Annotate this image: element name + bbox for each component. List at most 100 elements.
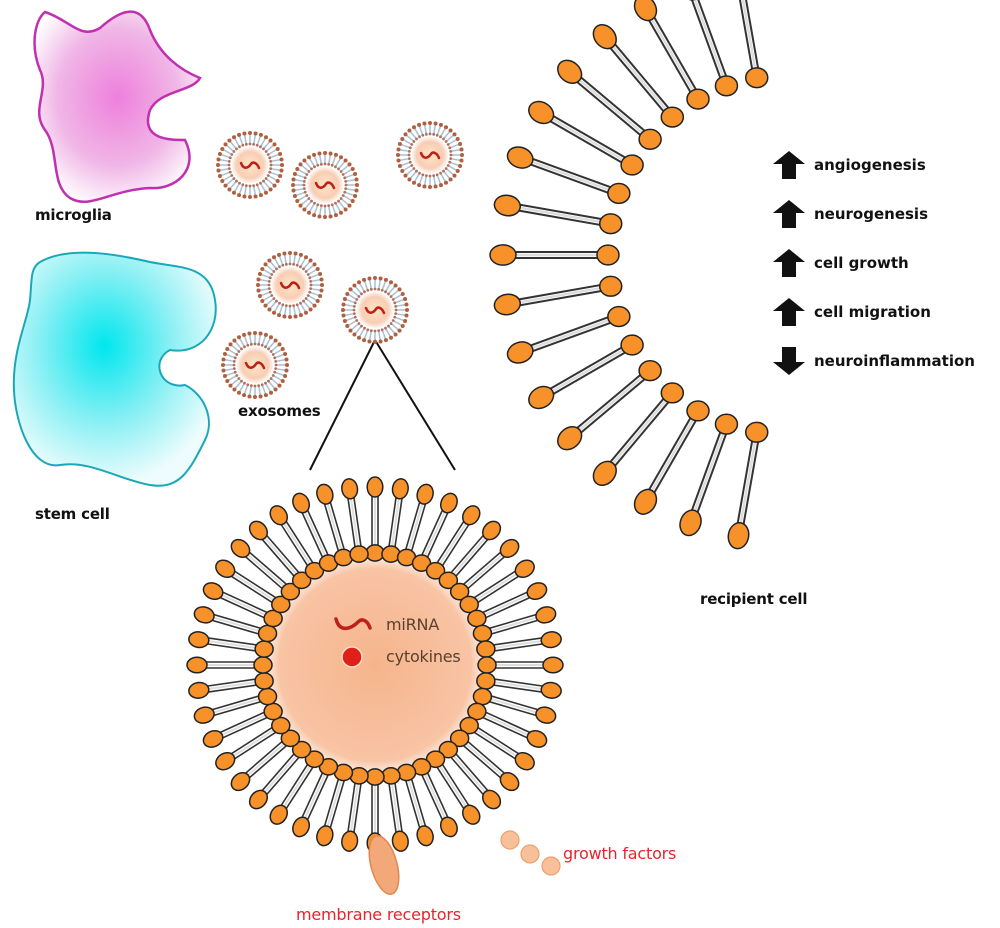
lipid-head-inner: [263, 609, 283, 628]
phospholipid: [292, 758, 339, 838]
lipid-head-outer: [482, 520, 502, 541]
lipid-head-inner: [477, 656, 497, 674]
small-exosome: [396, 121, 464, 189]
stem-cell: [12, 251, 217, 487]
lipid-head-inner: [744, 421, 769, 443]
effect-label: neurogenesis: [814, 204, 928, 223]
microglia-label: microglia: [35, 206, 112, 224]
mirna-icon: [364, 306, 386, 315]
lipid-head-inner: [271, 716, 291, 735]
lipid-head-inner: [660, 106, 685, 128]
arrow-up-icon: [773, 199, 805, 228]
lipid-head-outer: [193, 706, 215, 724]
phospholipid: [193, 687, 278, 724]
lipid-head-inner: [607, 182, 631, 205]
phospholipid: [411, 492, 458, 572]
effect-label: cell migration: [814, 302, 931, 321]
lipid-head-outer: [230, 772, 251, 792]
effects-list: angiogenesis neurogenesis cell growth ce…: [772, 140, 975, 385]
lipid-head-outer: [499, 772, 520, 792]
phospholipid: [506, 305, 631, 364]
lipid-head-outer: [493, 194, 522, 217]
lipid-head-inner: [472, 687, 493, 706]
lipid-head-outer: [341, 478, 359, 500]
lipid-head-inner: [459, 716, 479, 735]
phospholipid: [489, 244, 620, 266]
arrow-up-icon: [773, 297, 805, 326]
cytokines-label: cytokines: [386, 647, 461, 666]
arrow-up-icon: [773, 150, 805, 179]
phospholipid: [202, 582, 283, 628]
phospholipid: [411, 758, 458, 838]
phospholipid: [341, 478, 369, 563]
phospholipid: [188, 631, 274, 658]
effect-label: angiogenesis: [814, 155, 926, 174]
lipid-head-inner: [449, 582, 470, 601]
phospholipid: [248, 520, 312, 590]
growth-factors-icon: [500, 830, 561, 876]
lipid-head-outer: [557, 426, 583, 451]
lipid-head-outer: [633, 0, 658, 22]
effect-label: cell growth: [814, 253, 909, 272]
lipid-head-outer: [506, 146, 534, 169]
lipid-head-outer: [248, 520, 268, 541]
lipid-head-outer: [439, 492, 458, 514]
cytokine-icon: [341, 646, 363, 668]
lipid-head-outer: [506, 341, 534, 364]
lipid-head-outer: [633, 488, 658, 515]
lipid-head-inner: [304, 561, 325, 580]
phospholipid: [215, 559, 291, 614]
effect-item: cell migration: [772, 287, 975, 336]
lipid-head-outer: [316, 483, 334, 505]
phospholipid: [230, 538, 301, 601]
zoom-line-left: [309, 339, 376, 471]
lipid-head-inner: [254, 640, 274, 658]
phospholipid: [425, 505, 481, 580]
lipid-head-outer: [461, 505, 481, 526]
lipid-head-outer: [292, 492, 311, 514]
lipid-head-outer: [542, 656, 564, 674]
phospholipid: [472, 606, 557, 643]
lipid-head-outer: [535, 706, 557, 724]
lipid-head-outer: [499, 538, 520, 558]
lipid-head-outer: [526, 582, 548, 601]
lipid-head-outer: [416, 483, 434, 505]
small-exosomes: [216, 121, 464, 399]
lipid-head-inner: [660, 382, 685, 404]
phospholipid: [449, 538, 520, 601]
lipid-head-inner: [714, 75, 739, 97]
phospholipid: [202, 702, 283, 748]
lipid-head-inner: [476, 640, 496, 658]
phospholipid: [477, 656, 564, 674]
mirna-icon: [239, 161, 261, 170]
lipid-head-inner: [257, 624, 278, 643]
phospholipid: [557, 59, 662, 150]
lipid-head-inner: [280, 582, 301, 601]
lipid-head-inner: [476, 672, 496, 690]
lipid-head-outer: [416, 825, 434, 847]
phospholipid: [248, 740, 312, 810]
lipid-head-outer: [186, 656, 208, 674]
lipid-head-inner: [438, 740, 459, 759]
lipid-head-inner: [438, 571, 459, 590]
lipid-head-outer: [528, 100, 555, 125]
membrane-receptor-icon: [368, 835, 400, 895]
phospholipid: [476, 631, 562, 658]
lipid-head-inner: [263, 702, 283, 721]
phospholipid: [476, 672, 562, 699]
phospholipid: [592, 24, 685, 128]
growth-factors-label: growth factors: [563, 844, 677, 863]
membrane-receptors-label: membrane receptors: [296, 905, 461, 924]
phospholipid: [316, 763, 354, 847]
lipid-head-inner: [598, 275, 623, 297]
arrow-down-icon: [773, 346, 805, 375]
lipid-head-inner: [304, 750, 325, 769]
lipid-head-inner: [318, 758, 339, 776]
lipid-head-outer: [391, 478, 409, 500]
phospholipid: [193, 606, 278, 643]
mirna-icon: [334, 617, 372, 631]
lipid-head-inner: [686, 88, 710, 110]
lipid-head-inner: [620, 334, 644, 356]
phospholipid: [269, 750, 325, 825]
